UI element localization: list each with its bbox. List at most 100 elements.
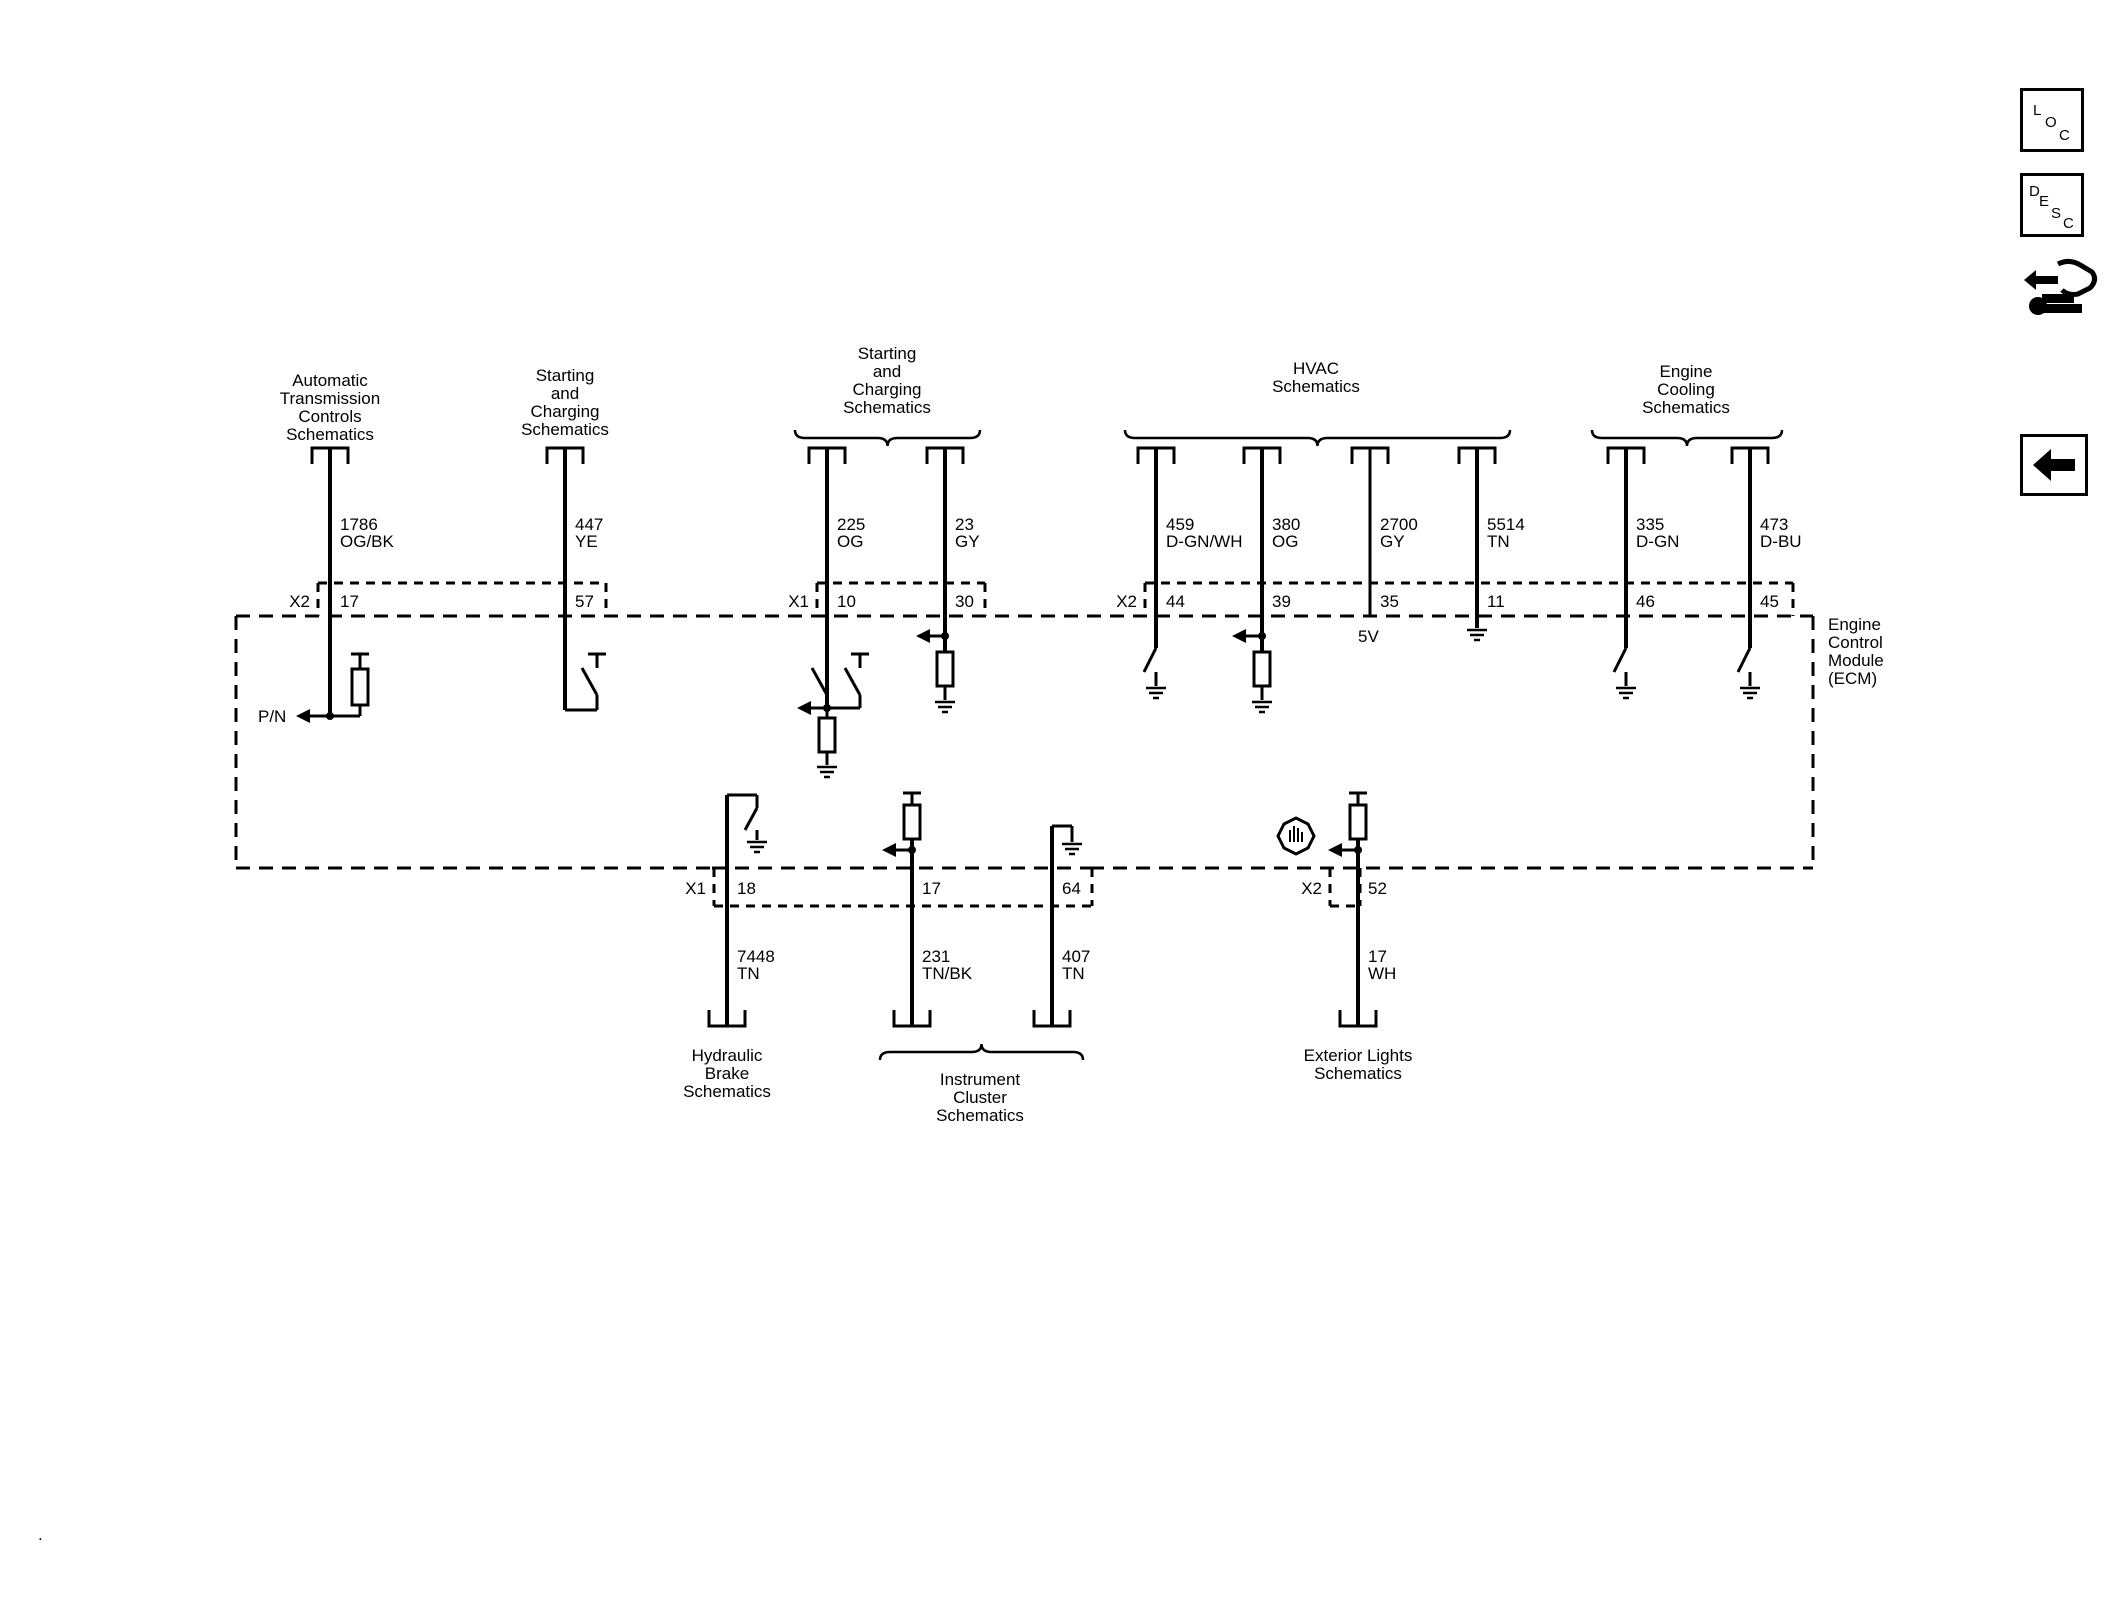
wire-color: GY	[955, 532, 980, 551]
module-name: Engine	[1828, 615, 1881, 634]
switch-icon	[580, 667, 599, 696]
wire-color: TN/BK	[922, 964, 973, 983]
arrow-icon	[916, 629, 930, 643]
wire-number: 459	[1166, 515, 1194, 534]
loc-button[interactable]: L O C	[2020, 88, 2084, 152]
back-button[interactable]	[2020, 434, 2088, 496]
pin-number: 52	[1368, 879, 1387, 898]
desc-icon: D E S C	[2029, 183, 2074, 232]
hand-warning-icon	[1289, 826, 1303, 842]
group-bracket	[878, 1043, 1085, 1061]
switch-icon	[810, 667, 829, 696]
pin-number: 39	[1272, 592, 1291, 611]
connector-id: X1	[788, 592, 809, 611]
reference-label: Cooling	[1657, 380, 1715, 399]
reference-label: Starting	[536, 366, 595, 385]
wire-color: TN	[1487, 532, 1510, 551]
module-name: Module	[1828, 651, 1884, 670]
reference-label: Schematics	[1314, 1064, 1402, 1083]
wire-color: WH	[1368, 964, 1396, 983]
connector-id: X2	[289, 592, 310, 611]
hand-warning-icon	[1276, 816, 1316, 856]
wire-number: 447	[575, 515, 603, 534]
group-bracket	[1590, 429, 1784, 447]
pin-number: 45	[1760, 592, 1779, 611]
reference-label: Engine	[1660, 362, 1713, 381]
arrow-icon	[1328, 843, 1342, 857]
reference-label: Hydraulic	[692, 1046, 763, 1065]
wire-number: 1786	[340, 515, 378, 534]
wire-color: D-BU	[1760, 532, 1802, 551]
arrow-icon	[797, 701, 811, 715]
reference-label: Automatic	[292, 371, 368, 390]
reference-label: Transmission	[280, 389, 380, 408]
wire-color: OG/BK	[340, 532, 395, 551]
pin-number: 17	[922, 879, 941, 898]
switch-icon	[1736, 647, 1752, 673]
group-bracket	[793, 429, 982, 447]
reference-label: Schematics	[1642, 398, 1730, 417]
hand-warning-icon	[1276, 816, 1316, 856]
wire-number: 473	[1760, 515, 1788, 534]
connector-id: X2	[1301, 879, 1322, 898]
reference-label: HVAC	[1293, 359, 1339, 378]
arrow-icon	[296, 709, 310, 723]
pin-number: 30	[955, 592, 974, 611]
wire-number: 17	[1368, 947, 1387, 966]
reference-label: Schematics	[683, 1082, 771, 1101]
resistor-icon	[350, 667, 370, 707]
resistor-icon	[902, 803, 922, 841]
arrow-icon	[1232, 629, 1246, 643]
switch-icon	[843, 667, 862, 696]
connector-repair-button[interactable]	[2018, 250, 2098, 330]
reference-label: and	[551, 384, 579, 403]
footer-mark: .	[38, 1525, 43, 1544]
wire-number: 225	[837, 515, 865, 534]
wire-color: YE	[575, 532, 598, 551]
wire-color: D-GN	[1636, 532, 1679, 551]
module-name: (ECM)	[1828, 669, 1877, 688]
wire-number: 2700	[1380, 515, 1418, 534]
wire-number: 5514	[1487, 515, 1525, 534]
wire-number: 7448	[737, 947, 775, 966]
wire-color: TN	[737, 964, 760, 983]
wire-number: 335	[1636, 515, 1664, 534]
connector-id: X2	[1116, 592, 1137, 611]
wire-color: OG	[1272, 532, 1298, 551]
reference-label: Brake	[705, 1064, 749, 1083]
svg-text:E: E	[2039, 193, 2049, 210]
reference-label: Controls	[298, 407, 361, 426]
arrow-left-icon	[2033, 449, 2075, 481]
arrow-icon	[882, 843, 896, 857]
pin-number: 11	[1487, 592, 1505, 611]
wire-color: TN	[1062, 964, 1085, 983]
wire-number: 23	[955, 515, 974, 534]
pin-number: 46	[1636, 592, 1655, 611]
desc-button[interactable]: D E S C	[2020, 173, 2084, 237]
reference-label: Instrument	[940, 1070, 1021, 1089]
resistor-icon	[935, 650, 955, 688]
wire-color: OG	[837, 532, 863, 551]
svg-text:C: C	[2059, 127, 2070, 144]
reference-label: Starting	[858, 344, 917, 363]
svg-text:D: D	[2029, 183, 2040, 200]
reference-label: Schematics	[843, 398, 931, 417]
reference-label: Schematics	[286, 425, 374, 444]
resistor-icon	[1348, 803, 1368, 841]
reference-label: Cluster	[953, 1088, 1007, 1107]
wire-number: 407	[1062, 947, 1090, 966]
switch-icon	[1142, 647, 1158, 673]
svg-text:O: O	[2045, 114, 2057, 131]
loc-icon: L O C	[2033, 102, 2070, 144]
wire-number: 380	[1272, 515, 1300, 534]
svg-text:S: S	[2051, 205, 2061, 222]
pin-number: 57	[575, 592, 594, 611]
reference-label: Schematics	[521, 420, 609, 439]
reference-label: Schematics	[1272, 377, 1360, 396]
pin-number: 10	[837, 592, 856, 611]
pin-number: 35	[1380, 592, 1399, 611]
connector-id: X1	[685, 879, 706, 898]
group-bracket	[1123, 429, 1512, 447]
reference-label: and	[873, 362, 901, 381]
